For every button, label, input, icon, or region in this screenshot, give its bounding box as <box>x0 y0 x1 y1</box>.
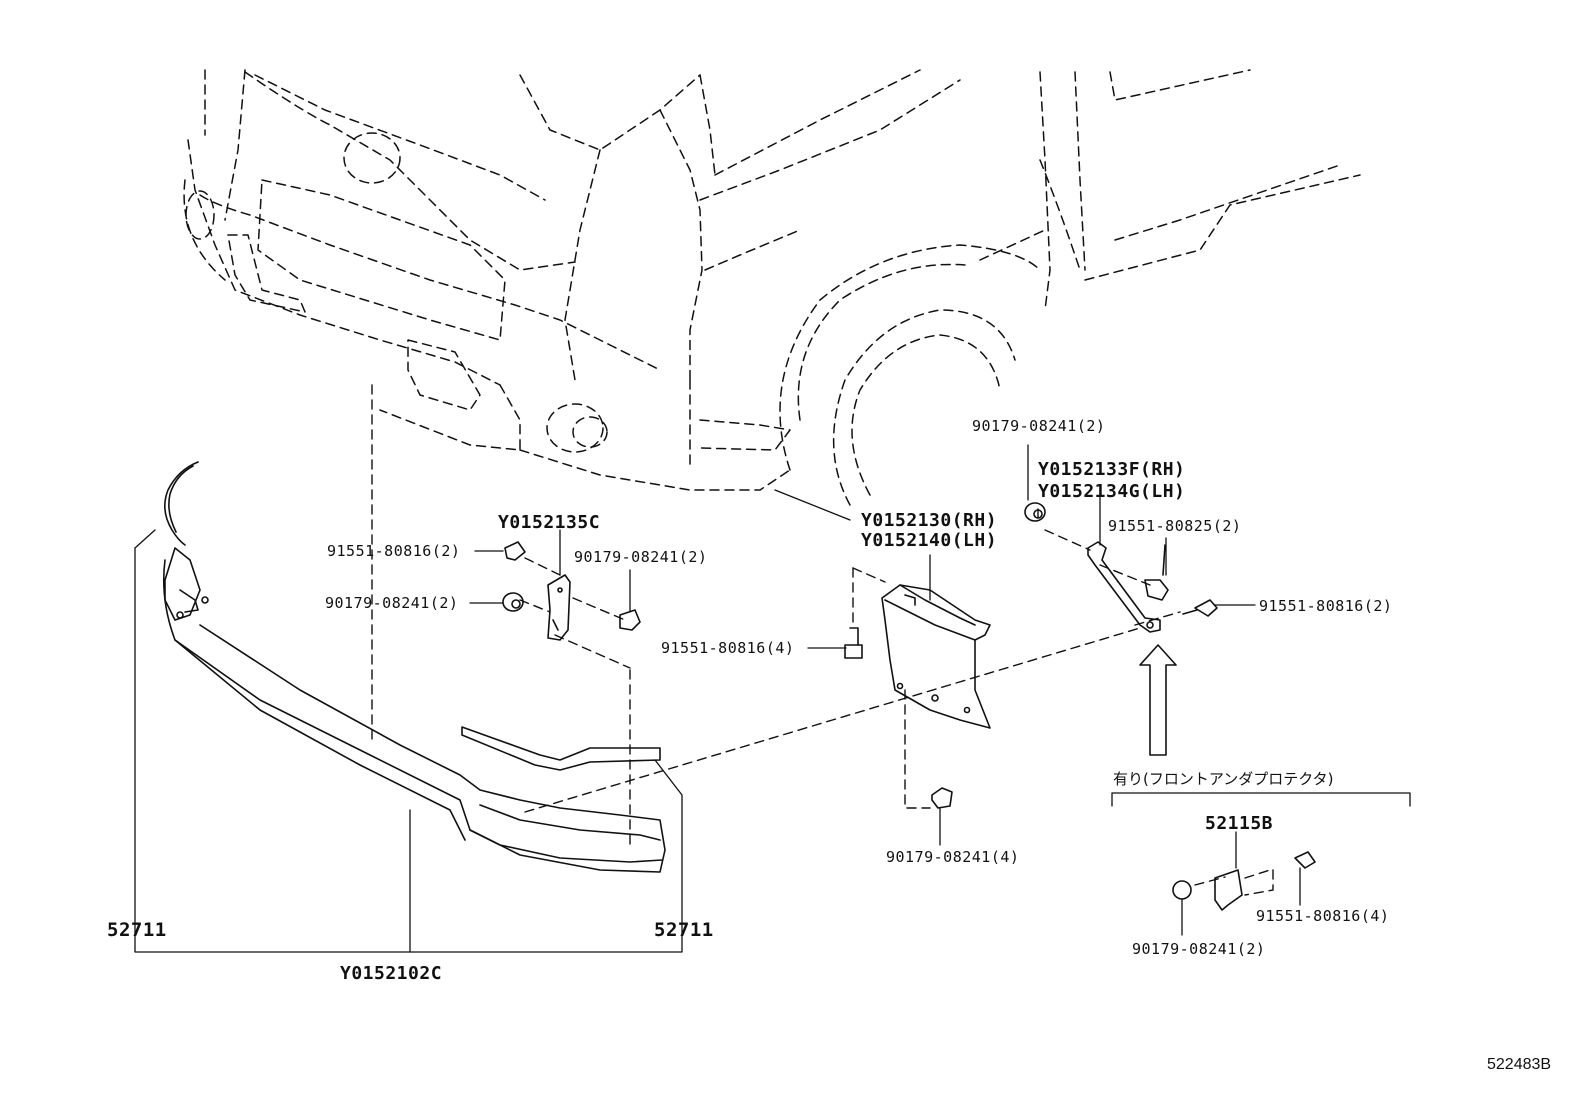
nut-bottom-right-label: 90179-08241(2) <box>1132 940 1266 958</box>
bolt-bottom-right-label: 91551-80816(4) <box>1256 907 1390 925</box>
option-note-label: 有り(フロントアンダプロテクタ) <box>1113 770 1334 788</box>
leader-lines <box>134 444 1411 953</box>
figure-code: 522483B <box>1487 1056 1552 1073</box>
molding-left-label: 52711 <box>107 919 167 941</box>
up-arrow-icon <box>1139 644 1177 756</box>
bolt-left-label: 91551-80816(2) <box>327 542 461 560</box>
fasteners <box>502 502 1316 911</box>
part-52115b-label: 52115B <box>1205 813 1274 834</box>
mudguard-rh-label: Y0152130(RH) <box>861 510 998 531</box>
bolt-center-label: 91551-80816(4) <box>661 639 795 657</box>
bolt-80825-label: 91551-80825(2) <box>1108 517 1242 535</box>
nut-top-label: 90179-08241(2) <box>972 417 1106 435</box>
center-bracket-part <box>547 574 571 641</box>
front-spoiler-part <box>162 547 666 873</box>
molding-right-label: 52711 <box>654 919 714 941</box>
bolt-right-label: 91551-80816(2) <box>1259 597 1393 615</box>
rh-lh-bracket-part <box>1087 541 1161 633</box>
molding-strips <box>164 461 661 771</box>
bracket-lh-label: Y0152134G(LH) <box>1038 481 1186 502</box>
center-bracket-label: Y0152135C <box>498 512 601 533</box>
vehicle-body-outline <box>183 69 1361 506</box>
nut-left-label: 90179-08241(2) <box>325 594 459 612</box>
nut-center-label: 90179-08241(2) <box>574 548 708 566</box>
spoiler-assy-label: Y0152102C <box>340 963 443 984</box>
bracket-rh-label: Y0152133F(RH) <box>1038 459 1186 480</box>
mudguard-lh-label: Y0152140(LH) <box>861 530 998 551</box>
mudguard-part <box>881 584 991 729</box>
nut-bottom-label: 90179-08241(4) <box>886 848 1020 866</box>
